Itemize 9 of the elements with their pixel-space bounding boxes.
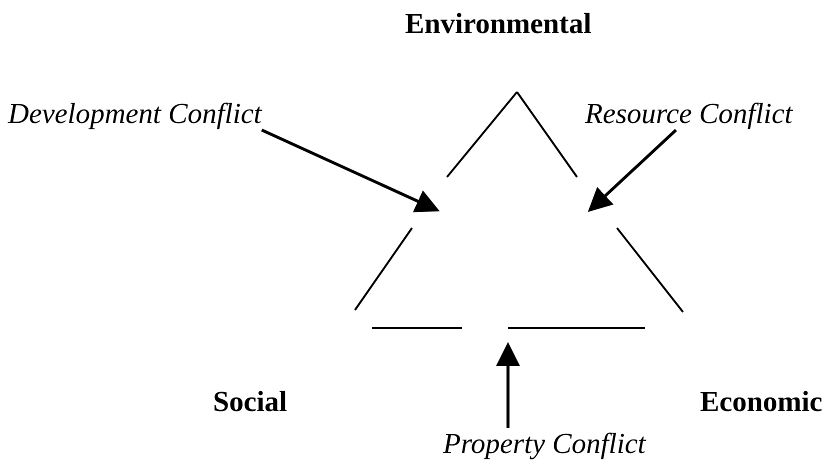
arrow [261,128,440,212]
arrow [588,128,678,212]
vertex-label: Social [213,386,288,418]
arrow [496,342,520,428]
vertex-label: Economic [700,386,822,418]
vertex-label: Environmental [405,8,592,40]
conflict-label: Property Conflict [443,428,646,460]
conflict-label: Resource Conflict [585,98,793,130]
conflict-label: Development Conflict [8,98,262,130]
